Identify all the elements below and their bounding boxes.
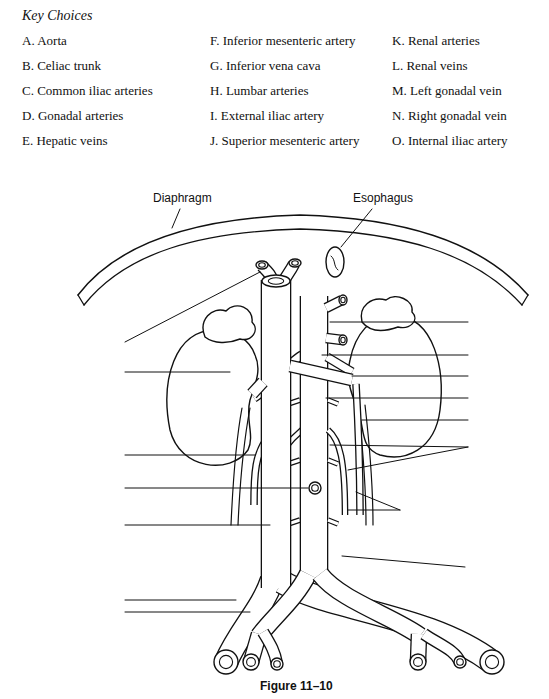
common-iliac-artery [320,574,420,636]
iliac-vein-cut [480,650,504,674]
key-choice: M. Left gonadal vein [392,84,502,99]
key-choice: E. Hepatic veins [22,134,108,149]
leader-line [330,445,468,447]
key-choice: O. Internal iliac artery [392,134,508,149]
iliac-artery-cut-lumen [457,659,464,666]
key-choice: B. Celiac trunk [22,59,101,74]
key-choice: N. Right gonadal vein [392,109,507,124]
renal-vein-wall [252,382,263,394]
key-choice: H. Lumbar arteries [210,84,309,99]
gonadal-artery-wall [328,430,345,515]
gonadal-artery [328,430,345,515]
gonadal-vein-wall [356,384,360,515]
part-label: Diaphragm [152,192,213,206]
renal-vein [290,366,352,380]
ureter [238,408,250,525]
adrenal-gland [203,306,255,343]
key-choice: G. Inferior vena cava [210,59,320,74]
iliac-artery-cut-lumen [414,658,423,667]
key-choice: C. Common iliac arteries [22,84,153,99]
diaphragm-outer [78,215,528,295]
leader-line [125,612,250,613]
vena-cava-cut [262,275,290,287]
key-heading: Key Choices [22,8,92,24]
key-choice: D. Gonadal arteries [22,109,123,124]
part-label: Esophagus [352,192,414,206]
diaphragm-inner [84,229,522,305]
leader-line [125,272,260,342]
aorta-wall [300,296,329,578]
key-choice: F. Inferior mesenteric artery [210,34,356,49]
internal-iliac-artery [424,634,460,662]
lumbar-artery [328,400,338,404]
celiac-trunk-cut [339,295,347,305]
leader-line [326,398,468,399]
key-choice: I. External iliac artery [210,109,324,124]
key-choice: L. Renal veins [392,59,467,74]
leader-line [342,556,465,567]
common-iliac-artery-wall [259,574,308,636]
lumbar-artery-wall [328,520,338,524]
iliac-vein-cut [214,650,238,674]
inferior-mesenteric-cut-lumen [312,485,319,492]
leader-line [341,209,372,247]
celiac-trunk-cut-lumen [341,297,345,303]
diaphragm-edge [78,295,84,305]
leader-line [125,455,255,456]
iliac-artery-cut [243,654,259,670]
leader-line [356,492,400,510]
iliac-artery-cut-lumen [247,658,256,667]
gonadal-vein [356,384,360,515]
leader-line [348,447,468,470]
key-choice: J. Superior mesenteric artery [210,134,359,149]
leader-line [330,322,468,323]
inferior-vena-cava-wall [261,280,292,588]
leader-line [362,420,468,421]
leader-line [125,600,236,601]
key-choice: A. Aorta [22,34,67,49]
leader-line [125,488,308,489]
kidney [348,315,441,457]
lumbar-artery [328,460,338,464]
iliac-vein-cut-lumen [219,655,232,668]
lumbar-artery-wall [328,400,338,404]
leader-line [125,372,230,373]
inferior-mesenteric-cut [309,482,321,494]
mesenteric-artery-cut [339,335,347,345]
leader-line [322,355,468,356]
lumbar-artery [328,520,338,524]
hepatic-vein-cut-lumen [259,263,266,267]
common-iliac-artery-wall [320,574,420,636]
leader-line [125,525,270,526]
esophagus [326,247,344,277]
leader-line [352,376,468,377]
renal-vein-wall [290,366,352,380]
figure-caption: Figure 11–10 [260,680,333,694]
leader-line [348,510,400,511]
lumbar-artery-wall [328,460,338,464]
esophagus-fold [331,256,338,270]
iliac-vein-cut-lumen [485,655,498,668]
hepatic-vein-cut [256,261,268,269]
ureter [231,408,242,525]
vena-cava-cut-lumen [268,278,283,285]
internal-iliac-artery-wall [424,634,460,662]
mesenteric-artery-cut-lumen [341,337,345,343]
renal-vein [252,382,263,394]
hepatic-vein-cut [289,259,301,267]
hepatic-vein-cut-lumen [292,261,299,265]
iliac-artery-cut [410,654,426,670]
diaphragm-edge [522,295,528,305]
key-choice: K. Renal arteries [392,34,480,49]
adrenal-gland [361,297,415,331]
leader-line [172,209,180,228]
iliac-artery-cut [454,656,466,668]
iliac-artery-cut-lumen [274,661,281,668]
common-iliac-artery [259,574,308,636]
iliac-artery-cut [271,658,283,670]
aorta [301,296,327,578]
inferior-vena-cava [262,280,290,588]
